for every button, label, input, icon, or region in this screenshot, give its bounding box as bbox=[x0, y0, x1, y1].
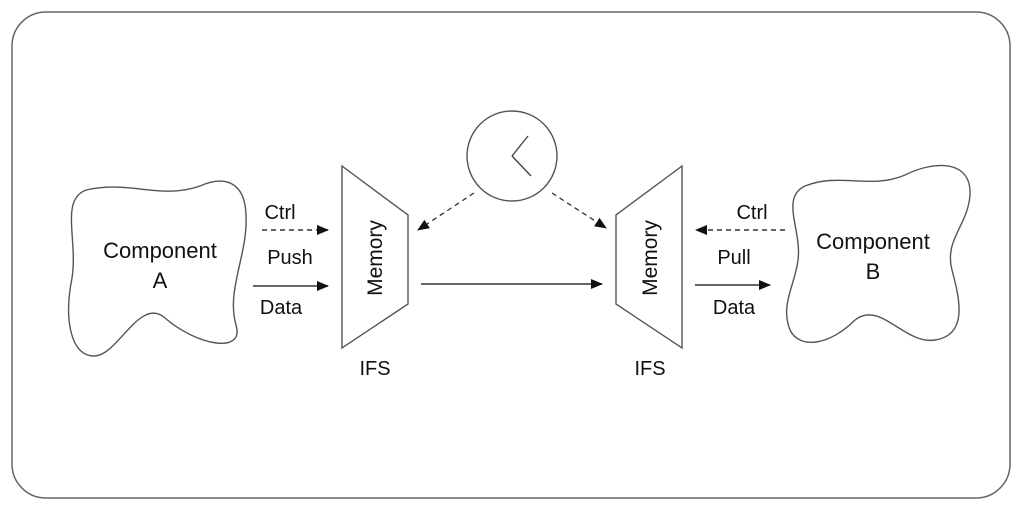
component-b-shape bbox=[785, 164, 971, 344]
clock-icon bbox=[466, 110, 558, 202]
memory-left-caption: IFS bbox=[359, 358, 390, 380]
memory-right-label: Memory bbox=[639, 220, 662, 296]
component-b-title: Component bbox=[816, 229, 930, 254]
component-b: Component B bbox=[785, 164, 971, 344]
right-data-label: Data bbox=[713, 297, 756, 319]
left-push-label: Push bbox=[267, 247, 313, 269]
clock-to-left-memory-arrow bbox=[417, 192, 475, 231]
component-b-letter: B bbox=[866, 259, 881, 284]
memory-right-shape bbox=[615, 164, 683, 350]
right-ctrl-label: Ctrl bbox=[736, 202, 767, 224]
clock-hand-hour bbox=[511, 135, 529, 157]
memory-left: Memory IFS bbox=[341, 164, 409, 380]
left-ctrl-label: Ctrl bbox=[264, 202, 295, 224]
left-data-label: Data bbox=[260, 297, 303, 319]
left-signals: Ctrl Push Data bbox=[253, 202, 329, 319]
memory-left-label: Memory bbox=[364, 220, 387, 296]
right-pull-label: Pull bbox=[717, 247, 750, 269]
component-a-title: Component bbox=[103, 238, 217, 263]
component-a-letter: A bbox=[153, 268, 168, 293]
component-a-shape bbox=[67, 180, 247, 357]
right-signals: Ctrl Pull Data bbox=[695, 202, 785, 319]
clock-to-right-memory-arrow bbox=[551, 192, 607, 229]
diagram-frame bbox=[11, 11, 1011, 499]
component-a: Component A bbox=[67, 180, 247, 357]
memory-left-shape bbox=[341, 164, 409, 350]
memory-right-caption: IFS bbox=[634, 358, 665, 380]
clock-hand-minute bbox=[511, 155, 532, 177]
memory-right: Memory IFS bbox=[615, 164, 683, 380]
